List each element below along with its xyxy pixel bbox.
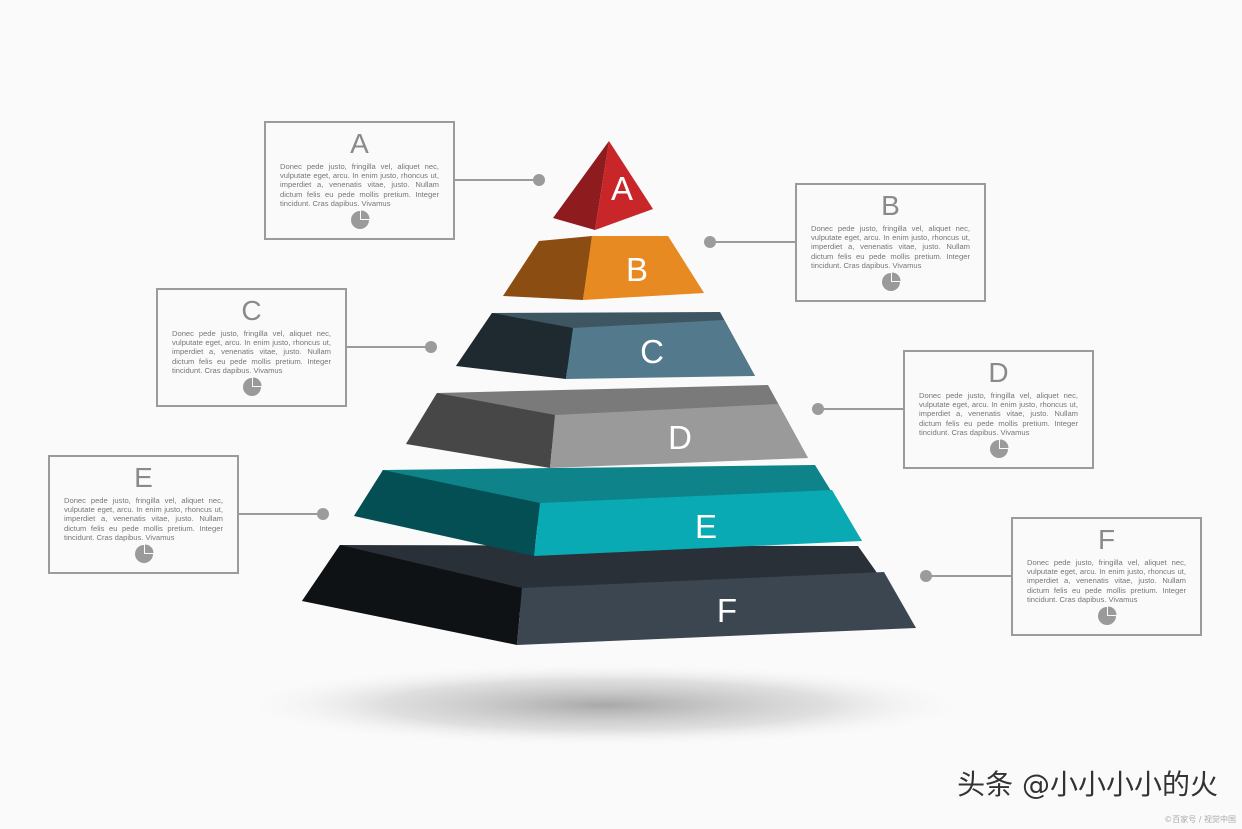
connector-b <box>704 236 795 248</box>
connector-c <box>347 341 437 353</box>
tier-d-front <box>550 404 808 468</box>
pie-chart-icon <box>881 272 900 291</box>
image-credit: ©百家号 / 视觉中国 <box>1164 815 1236 824</box>
tier-e-label: E <box>695 508 717 545</box>
callout-text: Donec pede justo, fringilla vel, aliquet… <box>280 162 439 208</box>
pie-chart-icon <box>1097 606 1116 625</box>
pie-chart-icon <box>350 210 369 229</box>
connector-a <box>455 174 545 186</box>
watermark-text: 头条 @小小小小的火 <box>957 768 1218 801</box>
tier-f-label: F <box>717 592 737 629</box>
tier-f-left <box>302 545 522 645</box>
callout-title: F <box>1097 524 1116 555</box>
tier-a-label: A <box>611 170 633 207</box>
connector-f <box>920 570 1011 582</box>
callout-box-f: F Donec pede justo, fringilla vel, aliqu… <box>1011 517 1202 636</box>
callout-title: E <box>134 462 153 493</box>
connector-d <box>812 403 903 415</box>
callout-title: C <box>241 295 262 326</box>
tier-f: F <box>302 545 916 645</box>
tier-a-front <box>595 141 653 230</box>
callout-box-b: B Donec pede justo, fringilla vel, aliqu… <box>795 183 986 302</box>
tier-e-front <box>534 490 862 556</box>
tier-b: B <box>503 236 704 300</box>
pie-chart-icon <box>989 439 1008 458</box>
tier-f-front <box>517 572 916 645</box>
tier-c: C <box>456 312 755 379</box>
tier-e: E <box>354 465 862 556</box>
tier-d-left <box>406 393 555 468</box>
callout-title: B <box>881 190 900 221</box>
callout-box-a: A Donec pede justo, fringilla vel, aliqu… <box>264 121 455 240</box>
callout-text: Donec pede justo, fringilla vel, aliquet… <box>172 329 331 375</box>
tier-e-left <box>354 470 540 556</box>
callout-text: Donec pede justo, fringilla vel, aliquet… <box>1027 558 1186 604</box>
callout-title: D <box>988 357 1009 388</box>
tier-d-label: D <box>668 419 692 456</box>
callout-box-e: E Donec pede justo, fringilla vel, aliqu… <box>48 455 239 574</box>
pie-chart-icon <box>134 544 153 563</box>
tier-a-left <box>553 141 609 230</box>
callout-text: Donec pede justo, fringilla vel, aliquet… <box>919 391 1078 437</box>
tier-b-label: B <box>626 251 648 288</box>
tier-b-front <box>583 236 704 300</box>
tier-c-left <box>456 313 573 379</box>
callout-text: Donec pede justo, fringilla vel, aliquet… <box>811 224 970 270</box>
tier-c-front <box>566 320 755 379</box>
callout-box-c: C Donec pede justo, fringilla vel, aliqu… <box>156 288 347 407</box>
pyramid-shadow <box>235 663 975 747</box>
pie-chart-icon <box>242 377 261 396</box>
callout-box-d: D Donec pede justo, fringilla vel, aliqu… <box>903 350 1094 469</box>
tier-c-label: C <box>640 333 664 370</box>
connector-e <box>239 508 329 520</box>
callout-title: A <box>350 128 369 159</box>
tier-a: A <box>553 141 653 230</box>
callout-text: Donec pede justo, fringilla vel, aliquet… <box>64 496 223 542</box>
tier-d: D <box>406 385 808 468</box>
tier-b-left <box>503 236 592 300</box>
